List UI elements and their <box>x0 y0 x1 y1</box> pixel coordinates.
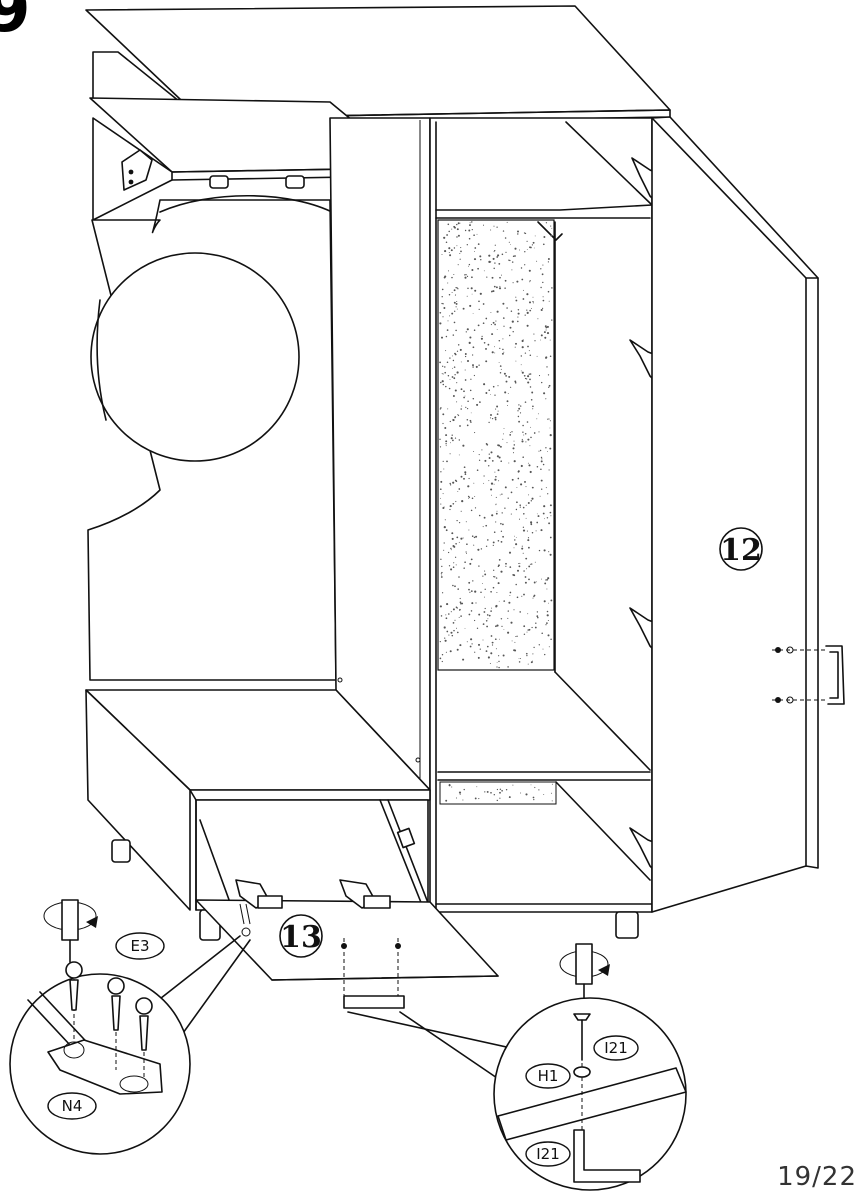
label-i21-bottom: I21 <box>525 1141 571 1167</box>
svg-text:H1: H1 <box>538 1067 559 1085</box>
label-h1: H1 <box>525 1063 571 1089</box>
svg-text:I21: I21 <box>604 1039 628 1057</box>
label-i21-top: I21 <box>593 1035 639 1061</box>
screwdriver-right <box>559 943 610 1005</box>
right-detail-callout <box>347 997 687 1191</box>
label-n4: N4 <box>47 1092 97 1120</box>
svg-text:N4: N4 <box>62 1097 83 1115</box>
bench-box <box>85 689 431 941</box>
left-upper-shelves <box>89 51 411 221</box>
svg-text:I21: I21 <box>536 1145 560 1163</box>
label-e3: E3 <box>115 932 165 960</box>
right-carcass <box>429 117 653 939</box>
part-number-13: 13 <box>279 914 323 958</box>
left-detail-callout <box>9 935 251 1155</box>
svg-text:E3: E3 <box>130 937 149 955</box>
right-door <box>651 116 845 913</box>
bench-flap <box>195 879 499 1009</box>
screwdriver-left <box>43 899 98 963</box>
round-side-panel <box>87 194 337 681</box>
back-panel-texture <box>439 221 553 802</box>
svg-text:13: 13 <box>280 920 322 955</box>
page-number: 19/22 <box>777 1162 857 1192</box>
step-number: 9 <box>0 0 31 47</box>
central-divider <box>329 117 431 791</box>
svg-text:12: 12 <box>720 533 762 568</box>
part-number-12: 12 <box>719 527 763 571</box>
